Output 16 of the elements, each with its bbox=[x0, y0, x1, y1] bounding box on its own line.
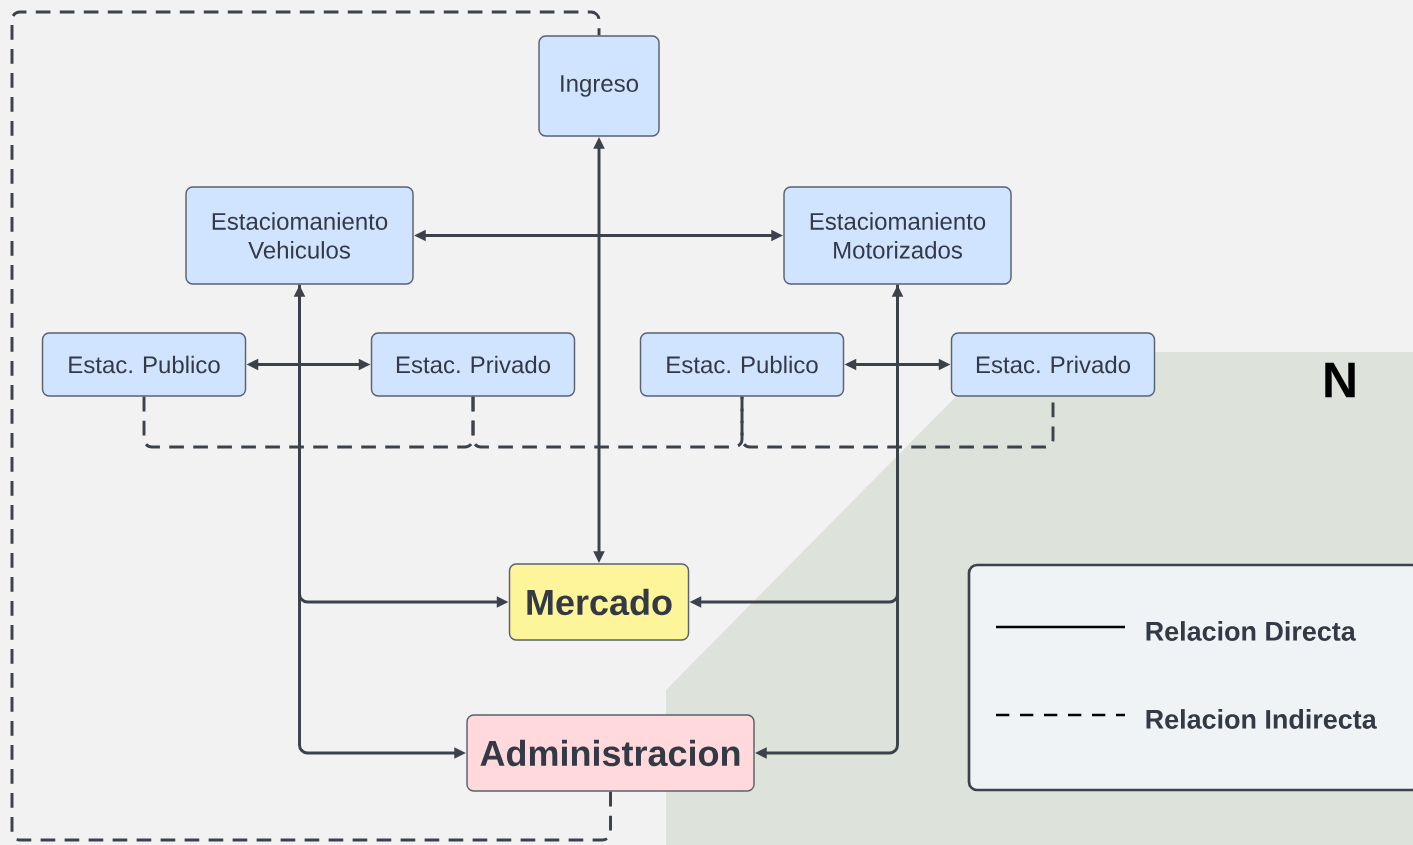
dashed-connector bbox=[740, 396, 1055, 449]
process-box: Estac. Publico bbox=[41, 332, 247, 397]
process-box: Administracion bbox=[466, 714, 755, 792]
dashed-connector bbox=[10, 10, 612, 842]
dashed-connector bbox=[471, 396, 744, 449]
process-box: Estaciomaniento Motorizados bbox=[783, 186, 1012, 285]
north-label: N bbox=[1325, 362, 1355, 398]
process-box: Estac. Privado bbox=[370, 332, 576, 397]
process-box: Estaciomaniento Vehiculos bbox=[185, 186, 414, 285]
process-box: Estac. Privado bbox=[950, 332, 1156, 397]
dashed-connector bbox=[142, 396, 475, 449]
process-box: Ingreso bbox=[538, 35, 660, 137]
legend-text: Relacion Indirecta bbox=[1146, 709, 1377, 729]
process-box: Estac. Publico bbox=[639, 332, 845, 397]
legend-text: Relacion Directa bbox=[1146, 621, 1356, 641]
process-box: Mercado bbox=[508, 563, 690, 641]
